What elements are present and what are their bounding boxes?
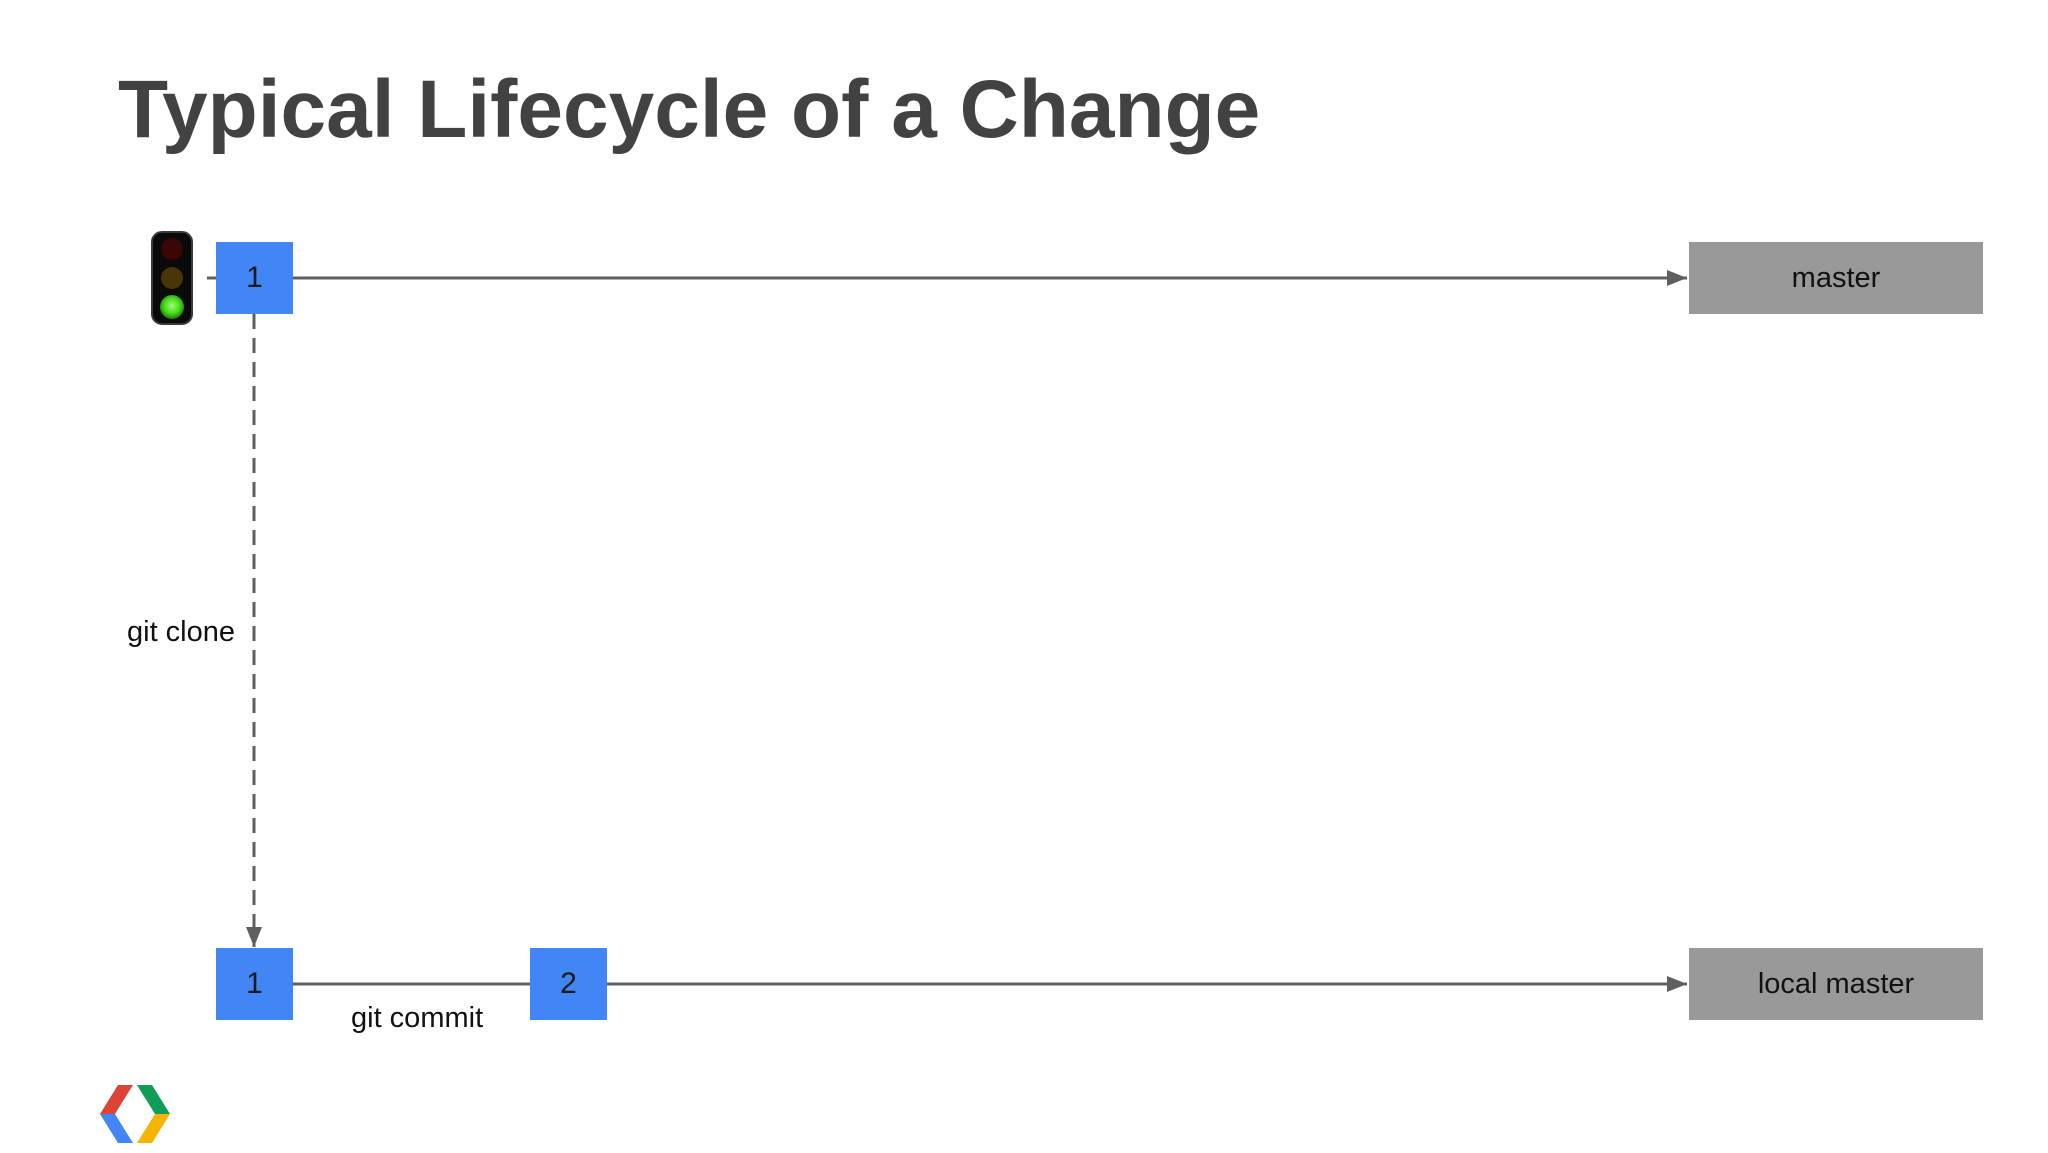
- slide-title: Typical Lifecycle of a Change: [118, 64, 1261, 155]
- local-commit-2-label: 2: [560, 967, 577, 1000]
- local-commit-1: 1: [216, 948, 293, 1020]
- traffic-light-icon: [151, 231, 193, 325]
- local-commit-2: 2: [530, 948, 607, 1020]
- google-developers-logo-icon: [100, 1085, 170, 1143]
- remote-commit-1-label: 1: [246, 261, 263, 294]
- remote-commit-1: 1: [216, 242, 293, 314]
- master-branch-box: master: [1689, 242, 1983, 314]
- local-commit-1-label: 1: [246, 967, 263, 1000]
- master-branch-label: master: [1791, 261, 1881, 294]
- local-master-branch-label: local master: [1757, 967, 1915, 1000]
- local-master-branch-box: local master: [1689, 948, 1983, 1020]
- git-clone-label: git clone: [127, 616, 236, 648]
- git-commit-label: git commit: [351, 1002, 484, 1034]
